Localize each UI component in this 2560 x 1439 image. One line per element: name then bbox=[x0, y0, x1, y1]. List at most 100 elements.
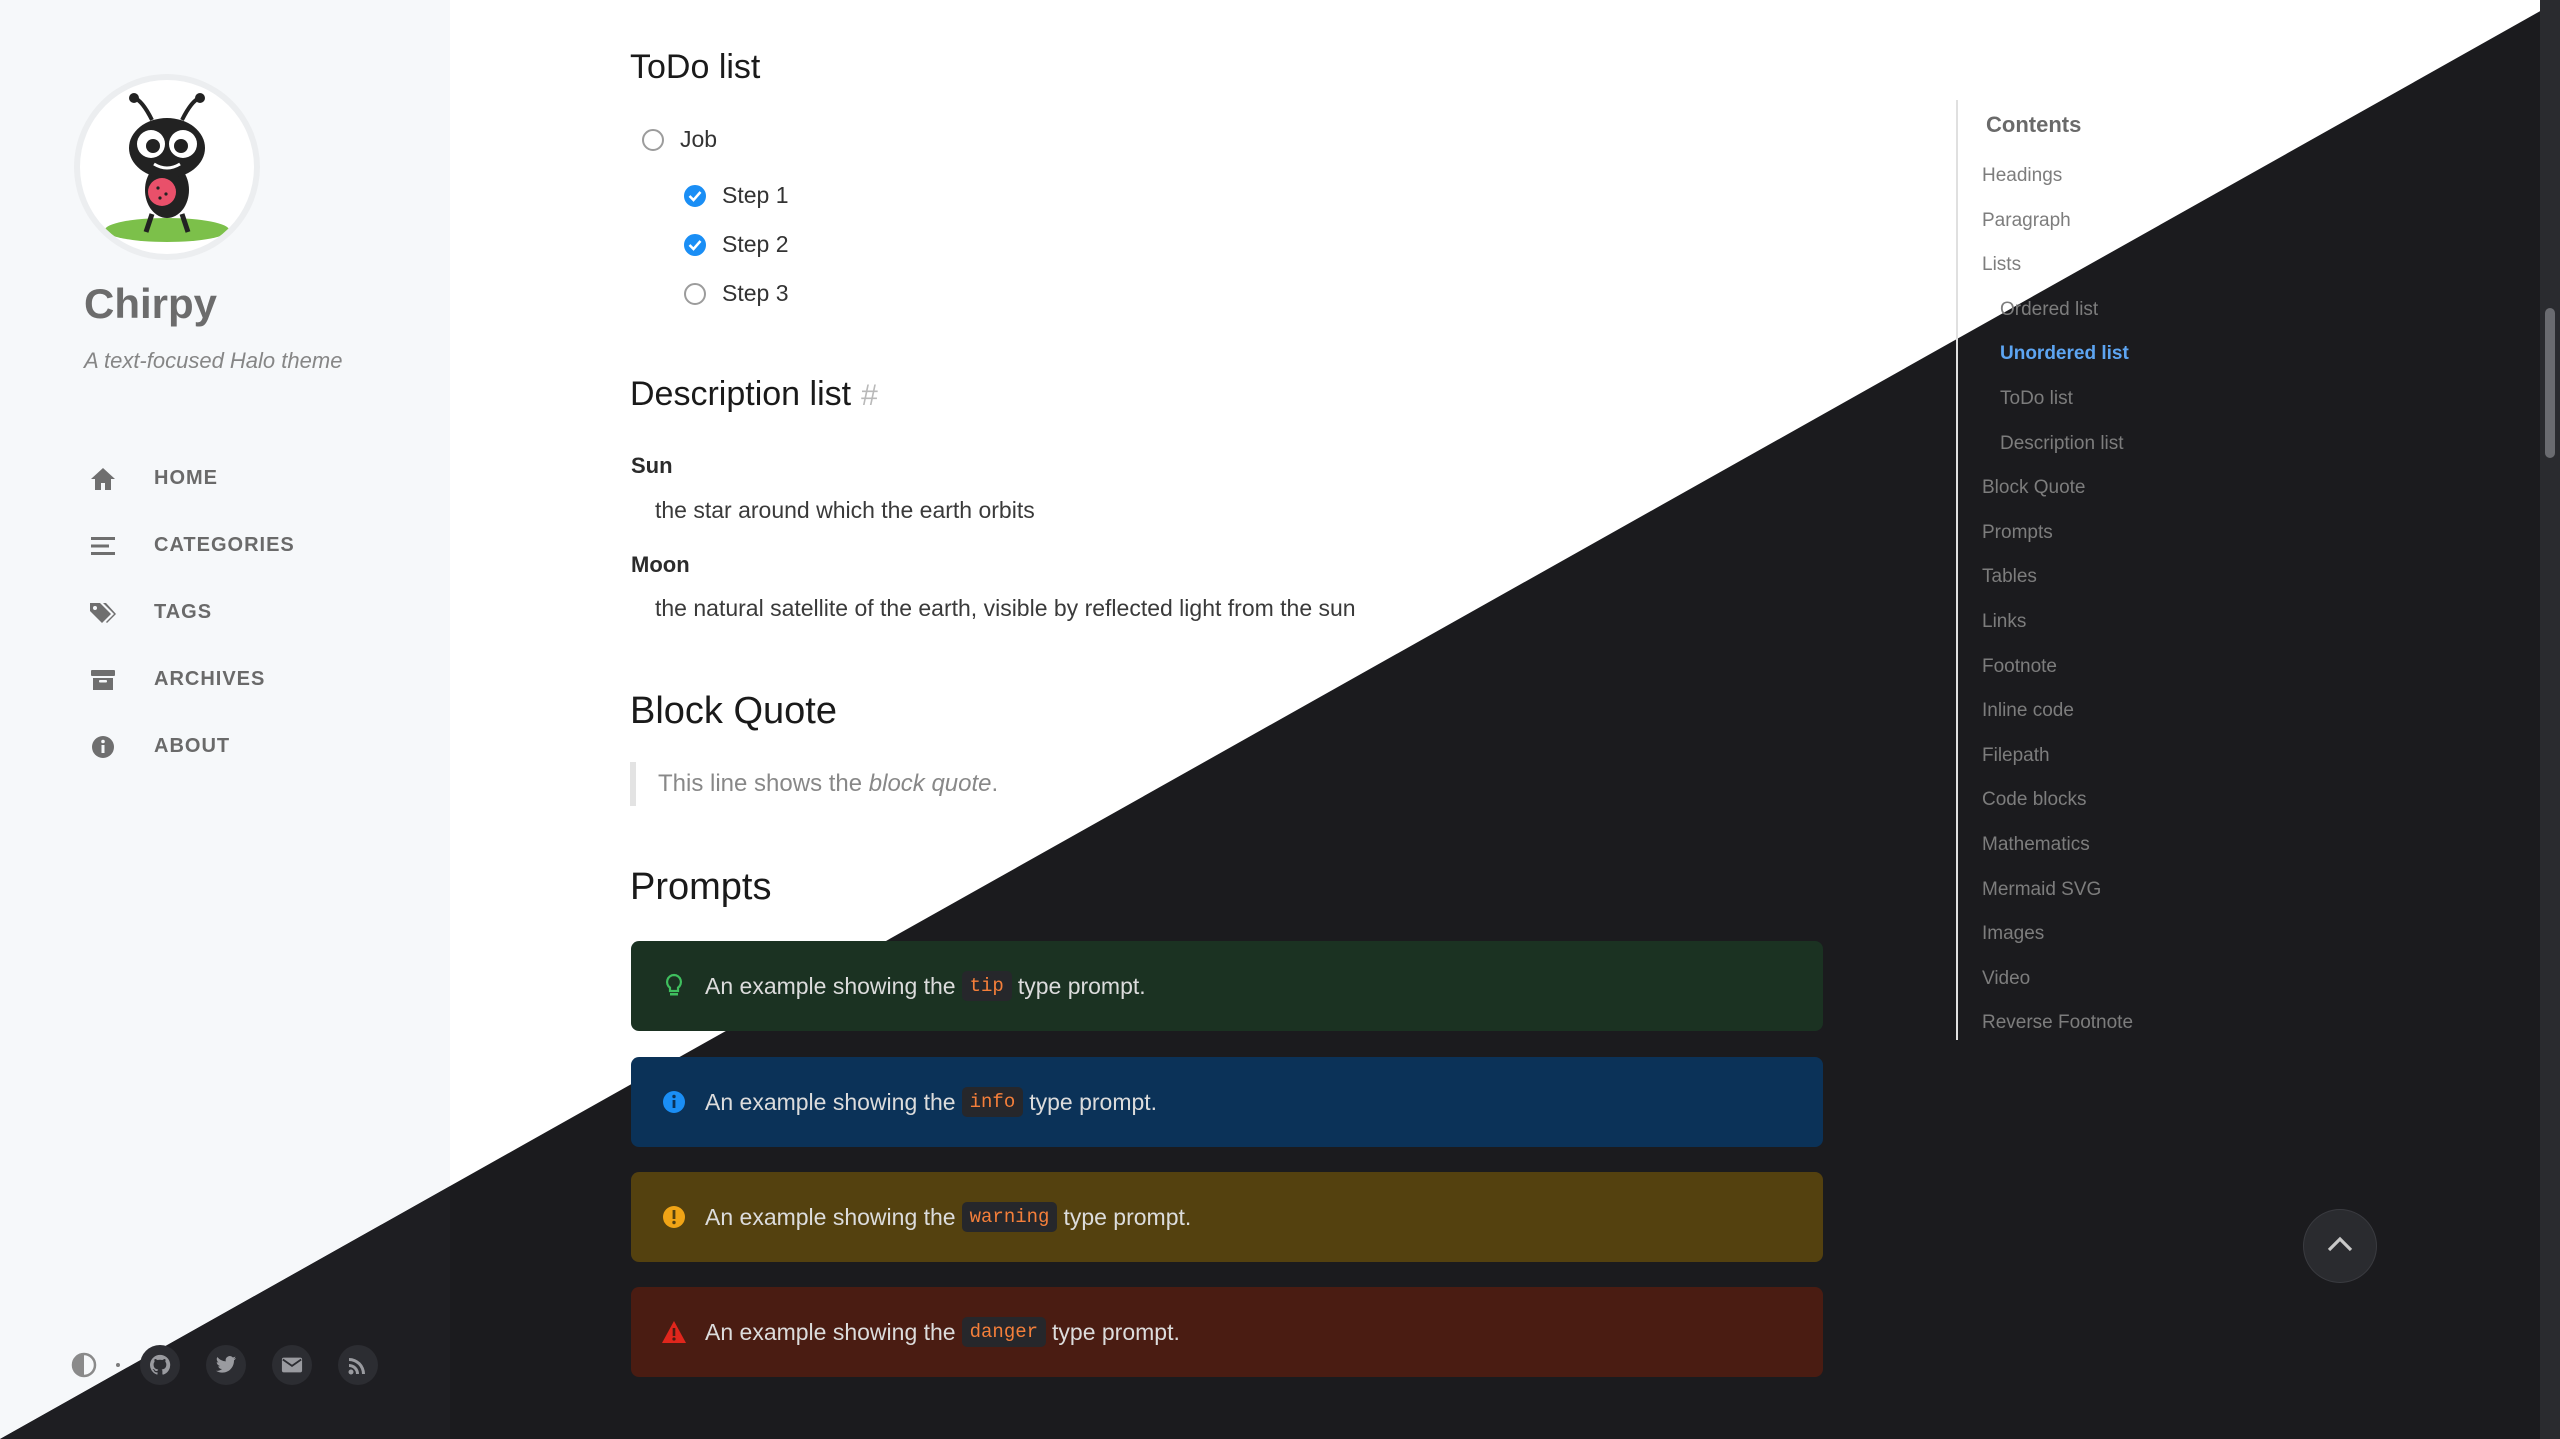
sidebar-nav: HOME CATEGORIES TAGS ARCHIVES ABOUT bbox=[88, 445, 295, 780]
lightbulb-icon bbox=[661, 973, 687, 999]
description-definition: the star around which the earth orbits bbox=[655, 497, 1035, 523]
sidebar-bottom-links bbox=[64, 1345, 404, 1385]
toc-item[interactable]: Ordered list bbox=[2000, 298, 2099, 320]
archives-icon bbox=[88, 665, 118, 695]
description-list-heading: Description list # bbox=[630, 375, 878, 414]
toc-item[interactable]: Mermaid SVG bbox=[1982, 878, 2102, 900]
heading-text: Description list bbox=[630, 375, 852, 413]
task-item: Job bbox=[642, 126, 717, 153]
prompt-text-end: type prompt. bbox=[1052, 1318, 1180, 1345]
theme-toggle-icon[interactable] bbox=[64, 1345, 104, 1385]
task-label: Job bbox=[680, 126, 718, 152]
danger-prompt: An example showing the danger type promp… bbox=[631, 1287, 1823, 1377]
toc-item[interactable]: Tables bbox=[1982, 566, 2037, 588]
heading-anchor-link[interactable]: # bbox=[861, 379, 878, 412]
description-term: Moon bbox=[631, 552, 690, 577]
inline-code: info bbox=[961, 1087, 1024, 1117]
info-circle-icon bbox=[661, 1089, 687, 1115]
prompts-heading: Prompts bbox=[630, 866, 772, 908]
toc-title: Contents bbox=[1986, 112, 2082, 137]
inline-code: warning bbox=[961, 1202, 1058, 1232]
task-label: Step 2 bbox=[722, 231, 789, 257]
quote-emphasis: block quote bbox=[868, 770, 992, 797]
toc-item[interactable]: Reverse Footnote bbox=[1982, 1012, 2134, 1034]
nav-label: TAGS bbox=[154, 601, 213, 623]
description-term: Sun bbox=[631, 453, 673, 478]
task-label: Step 3 bbox=[722, 280, 789, 306]
prompt-text: An example showing the bbox=[705, 972, 956, 999]
nav-label: ABOUT bbox=[154, 735, 231, 757]
home-icon bbox=[88, 464, 118, 494]
block-quote-heading: Block Quote bbox=[630, 690, 837, 732]
tip-prompt: An example showing the tip type prompt. bbox=[631, 941, 1823, 1031]
toc-item[interactable]: Inline code bbox=[1982, 700, 2074, 722]
prompt-text-end: type prompt. bbox=[1029, 1088, 1158, 1115]
toc-item[interactable]: Headings bbox=[1982, 165, 2063, 186]
github-icon[interactable] bbox=[140, 1345, 180, 1385]
scrollbar-track[interactable] bbox=[2540, 0, 2560, 1439]
quote-text-end: . bbox=[991, 770, 999, 797]
avatar[interactable] bbox=[80, 80, 254, 254]
inline-code: danger bbox=[961, 1317, 1047, 1347]
prompt-text-end: type prompt. bbox=[1063, 1203, 1192, 1230]
toc-item[interactable]: Block Quote bbox=[1982, 477, 2086, 499]
back-to-top-button[interactable] bbox=[2304, 1210, 2376, 1282]
prompt-text-end: type prompt. bbox=[1017, 972, 1146, 999]
nav-item-archives[interactable]: ARCHIVES bbox=[88, 646, 295, 713]
toc-item[interactable]: Code blocks bbox=[1982, 789, 2087, 811]
toc-item[interactable]: Description list bbox=[2000, 432, 2124, 454]
site-title[interactable]: Chirpy bbox=[84, 280, 218, 327]
nav-item-categories[interactable]: CATEGORIES bbox=[88, 512, 295, 579]
prompt-text: An example showing the bbox=[705, 1088, 956, 1115]
ant-mascot-icon bbox=[105, 93, 229, 242]
checked-circle-icon bbox=[684, 233, 706, 256]
danger-triangle-icon bbox=[661, 1319, 687, 1345]
nav-label: ARCHIVES bbox=[154, 668, 266, 690]
info-prompt: An example showing the info type prompt. bbox=[631, 1057, 1823, 1147]
site-subtitle: A text-focused Halo theme bbox=[84, 348, 343, 373]
unchecked-circle-icon bbox=[642, 128, 664, 151]
categories-icon bbox=[88, 531, 118, 561]
warning-circle-icon bbox=[661, 1204, 687, 1230]
twitter-icon[interactable] bbox=[206, 1345, 246, 1385]
scrollbar-thumb[interactable] bbox=[2545, 308, 2555, 458]
task-item: Step 3 bbox=[684, 280, 789, 307]
chevron-up-icon bbox=[2327, 1236, 2353, 1257]
toc-item[interactable]: Filepath bbox=[1982, 744, 2050, 766]
rss-icon[interactable] bbox=[338, 1345, 378, 1385]
todo-list-heading: ToDo list bbox=[630, 48, 761, 86]
about-icon bbox=[88, 732, 118, 762]
description-definition: the natural satellite of the earth, visi… bbox=[655, 595, 1356, 621]
nav-item-home[interactable]: HOME bbox=[88, 445, 295, 512]
quote-text: This line shows the bbox=[658, 770, 869, 797]
task-item: Step 1 bbox=[684, 182, 789, 209]
block-quote: This line shows the block quote. bbox=[630, 762, 998, 806]
toc-item[interactable]: Prompts bbox=[1982, 521, 2053, 543]
checked-circle-icon bbox=[684, 184, 706, 207]
toc-item[interactable]: Footnote bbox=[1982, 655, 2057, 677]
tags-icon bbox=[88, 598, 118, 628]
toc-item[interactable]: Images bbox=[1982, 923, 2045, 945]
toc-item[interactable]: Links bbox=[1982, 610, 2027, 632]
nav-item-about[interactable]: ABOUT bbox=[88, 713, 295, 780]
email-icon[interactable] bbox=[272, 1345, 312, 1385]
nav-label: CATEGORIES bbox=[154, 534, 295, 556]
toc-item[interactable]: Video bbox=[1982, 967, 2031, 989]
toc-items: Headings Paragraph Lists Ordered list Un… bbox=[1982, 154, 2133, 1046]
sidebar-light-background bbox=[0, 0, 450, 1439]
separator-dot bbox=[116, 1363, 120, 1367]
table-of-contents: Contents Headings Paragraph Lists Ordere… bbox=[1956, 100, 2133, 1040]
warning-prompt: An example showing the warning type prom… bbox=[631, 1172, 1823, 1262]
nav-label: HOME bbox=[154, 467, 218, 489]
unchecked-circle-icon bbox=[684, 282, 706, 305]
toc-item-active[interactable]: Unordered list bbox=[2000, 343, 2129, 365]
inline-code: tip bbox=[961, 971, 1012, 1001]
toc-item[interactable]: Mathematics bbox=[1982, 833, 2090, 855]
prompt-text: An example showing the bbox=[705, 1318, 956, 1345]
prompt-text: An example showing the bbox=[705, 1203, 956, 1230]
toc-item[interactable]: ToDo list bbox=[2000, 387, 2073, 409]
nav-item-tags[interactable]: TAGS bbox=[88, 579, 295, 646]
toc-item[interactable]: Paragraph bbox=[1982, 209, 2071, 231]
task-label: Step 1 bbox=[722, 182, 789, 208]
toc-item[interactable]: Lists bbox=[1982, 254, 2022, 276]
